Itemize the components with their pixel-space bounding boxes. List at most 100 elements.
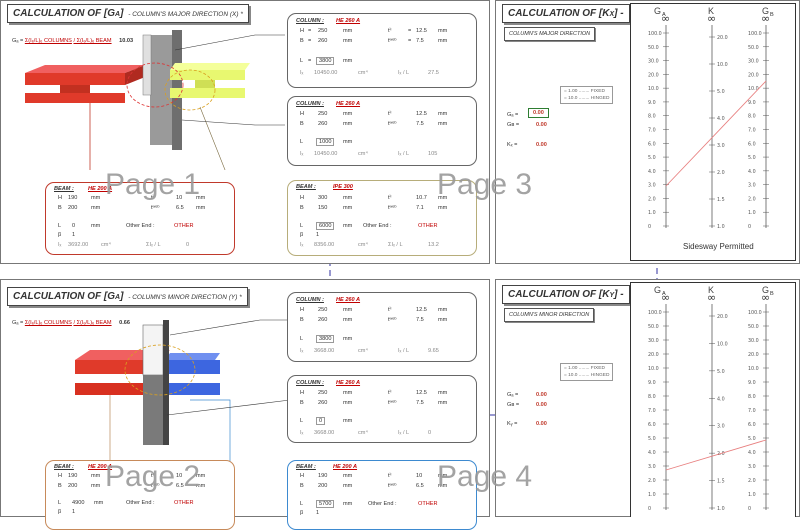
nomogram-tick-label: 30.0 <box>748 59 759 65</box>
nomogram-tick-label: 8.0 <box>748 114 756 120</box>
page-label-2: Page 2 <box>105 460 201 493</box>
nomogram-tick-label: 10.0 <box>648 86 659 92</box>
joint-3d-major <box>25 30 285 170</box>
nomogram-tick-label: 20.0 <box>748 72 759 78</box>
nomogram-tick-label: 50.0 <box>748 324 759 330</box>
nomogram-infinity: ∞ <box>707 291 716 304</box>
nomogram-tick-label: 100.0 <box>748 310 762 316</box>
nomogram2-ga-sub: A <box>662 291 666 297</box>
nomogram-tick-label: 4.0 <box>748 169 756 175</box>
kx-direction-label: COLUMN'S MAJOR DIRECTION <box>504 27 596 41</box>
kx-k-label: Kₓ = <box>507 142 518 148</box>
kx-legend: = 1.00 ........ FIXED= 10.0 ........ HIN… <box>560 86 614 104</box>
nomogram-tick-label: 9.0 <box>748 380 756 386</box>
nomogram-tick-label: 6.0 <box>748 422 756 428</box>
nomogram-tick-label: 0 <box>648 224 651 230</box>
nomogram-alignment-line <box>665 80 767 187</box>
nomogram-tick-label: 1.0 <box>748 210 756 216</box>
nomogram-tick-label: 2.0 <box>748 478 756 484</box>
joint-3d-minor <box>75 319 290 465</box>
nomogram-infinity: ∞ <box>707 12 716 25</box>
nomogram-infinity: ∞ <box>661 291 670 304</box>
kx-ga-label: Gₐ = <box>507 112 519 118</box>
nomogram2-gb-label: G <box>762 285 770 295</box>
nomogram-gb-sub: B <box>770 12 774 18</box>
nomogram-tick-label: 3.0 <box>648 464 656 470</box>
nomogram-k-tick-label: 4.0 <box>717 116 725 122</box>
ky-ga-label: Gₐ = <box>507 392 519 398</box>
nomogram-tick-label: 10.0 <box>748 366 759 372</box>
ga-minor-formula: Gₐ = Σ(Iₑ/L)ₑ COLUMNS / Σ(Iₑ/L)ₑ BEAM 0.… <box>12 320 131 326</box>
nomogram-tick-label: 20.0 <box>648 72 659 78</box>
nomogram-tick-label: 6.0 <box>648 422 656 428</box>
ky-legend: = 1.00 ........ FIXED= 10.0 ........ HIN… <box>560 363 614 381</box>
nomogram-tick-label: 30.0 <box>648 59 659 65</box>
nomogram-tick-label: 5.0 <box>648 155 656 161</box>
nomogram-k-tick-label: 1.0 <box>717 224 725 230</box>
nomogram-k-tick-label: 5.0 <box>717 89 725 95</box>
nomogram-tick-label: 50.0 <box>648 45 659 51</box>
nomogram2-ga-label: G <box>654 285 662 295</box>
nomogram-tick-label: 0 <box>748 506 751 512</box>
nomogram-tick-label: 4.0 <box>648 450 656 456</box>
kx-gb-label: Gʙ = <box>507 122 520 128</box>
page-label-3: Page 3 <box>437 168 533 201</box>
ga-major-title: CALCULATION OF [GA] - COLUMN'S MAJOR DIR… <box>7 4 249 23</box>
nomogram-alignment-line <box>665 439 767 471</box>
nomogram-k-tick-label: 20.0 <box>717 314 728 320</box>
nomogram-tick-label: 7.0 <box>748 408 756 414</box>
nomogram-tick-label: 8.0 <box>648 394 656 400</box>
nomogram-tick-label: 0 <box>748 224 751 230</box>
kx-ga-input[interactable]: 0.00 <box>528 108 549 118</box>
nomogram-tick-label: 20.0 <box>648 352 659 358</box>
nomogram-tick-label: 100.0 <box>748 31 762 37</box>
nomogram-gb-label: G <box>762 6 770 16</box>
nomogram-tick-label: 8.0 <box>748 394 756 400</box>
ky-title: CALCULATION OF [KY] - <box>502 285 630 304</box>
nomogram-tick-label: 3.0 <box>648 183 656 189</box>
sidesway-label: Sidesway Permitted <box>683 242 754 251</box>
kx-gb-value: 0.00 <box>536 122 547 128</box>
nomogram-k-tick-label: 3.0 <box>717 143 725 149</box>
nomogram-tick-label: 50.0 <box>648 324 659 330</box>
nomogram-tick-label: 6.0 <box>648 141 656 147</box>
nomogram-tick-label: 9.0 <box>648 100 656 106</box>
nomogram-sway-major <box>630 3 796 261</box>
nomogram-tick-label: 30.0 <box>748 338 759 344</box>
nomogram-tick-label: 4.0 <box>648 169 656 175</box>
nomogram-tick-label: 8.0 <box>648 114 656 120</box>
kx-k-value: 0.00 <box>536 142 547 148</box>
page-label-1: Page 1 <box>105 168 201 201</box>
ky-k-value: 0.00 <box>536 421 547 427</box>
nomogram-tick-label: 7.0 <box>648 408 656 414</box>
nomogram-tick-label: 10.0 <box>648 366 659 372</box>
nomogram-k-tick-label: 1.5 <box>717 479 725 485</box>
nomogram-ga-sub: A <box>662 12 666 18</box>
nomogram-tick-label: 30.0 <box>648 338 659 344</box>
nomogram-tick-label: 3.0 <box>748 464 756 470</box>
ky-ga-value: 0.00 <box>536 392 547 398</box>
nomogram-k-tick-label: 2.0 <box>717 170 725 176</box>
nomogram-infinity: ∞ <box>761 12 770 25</box>
nomogram-k-tick-label: 10.0 <box>717 62 728 68</box>
nomogram-k-tick-label: 2.0 <box>717 451 725 457</box>
nomogram-k-tick-label: 3.0 <box>717 424 725 430</box>
nomogram-tick-label: 0 <box>648 506 651 512</box>
nomogram-k-tick-label: 4.0 <box>717 396 725 402</box>
nomogram2-k-label: K <box>708 285 715 295</box>
nomogram-sway-minor <box>630 282 796 517</box>
nomogram-tick-label: 1.0 <box>648 210 656 216</box>
nomogram-tick-label: 1.0 <box>648 492 656 498</box>
nomogram-tick-label: 20.0 <box>748 352 759 358</box>
nomogram-tick-label: 9.0 <box>648 380 656 386</box>
nomogram-infinity: ∞ <box>661 12 670 25</box>
nomogram-infinity: ∞ <box>761 291 770 304</box>
nomogram-tick-label: 5.0 <box>648 436 656 442</box>
